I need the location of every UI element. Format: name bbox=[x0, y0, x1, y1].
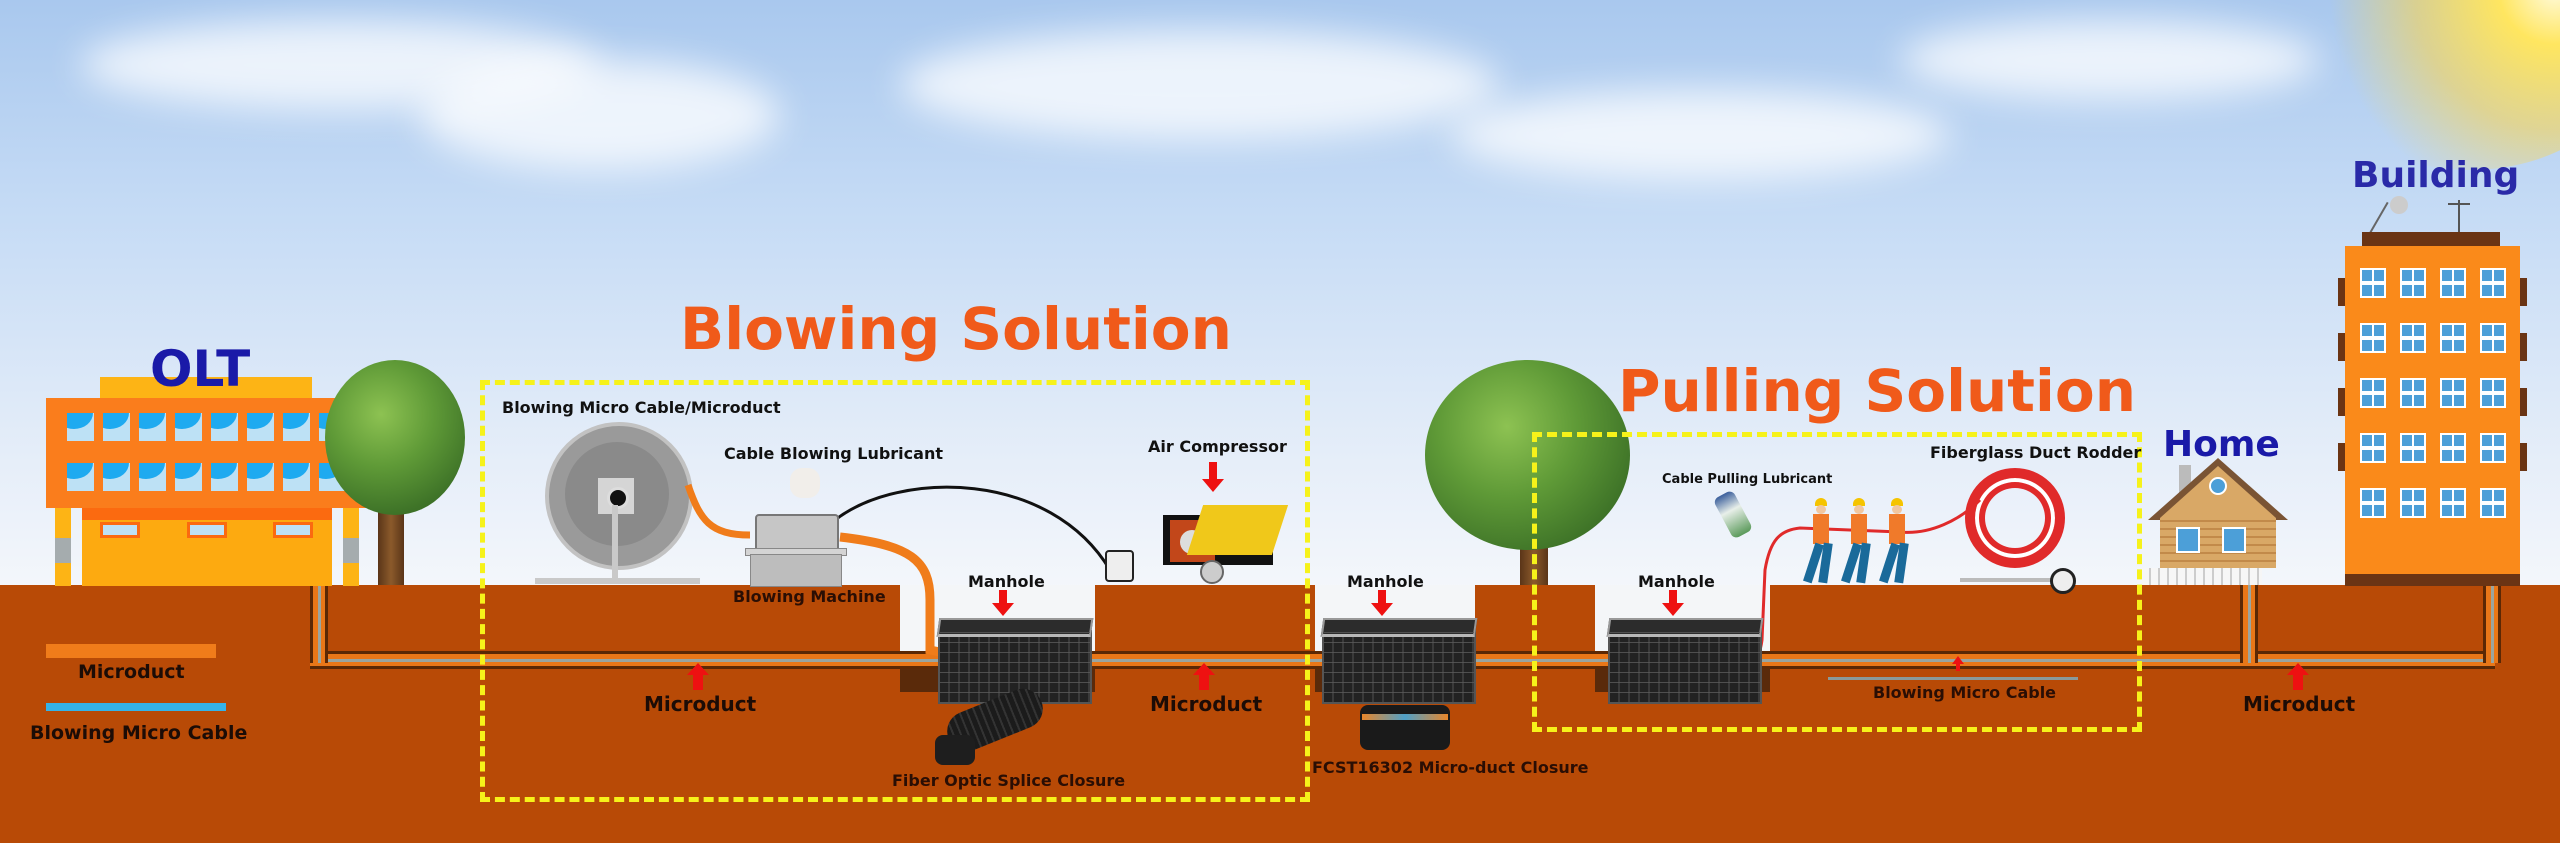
microduct-riser-building bbox=[2483, 585, 2501, 663]
building-window bbox=[2440, 268, 2466, 298]
microduct-riser-home bbox=[2240, 585, 2258, 663]
blowing-solution-heading: Blowing Solution bbox=[680, 295, 1232, 363]
manhole-2-label: Manhole bbox=[1347, 572, 1424, 591]
olt-window bbox=[211, 413, 238, 441]
worker-icon bbox=[1879, 498, 1911, 588]
building-window bbox=[2360, 323, 2386, 353]
olt-label: OLT bbox=[150, 340, 251, 398]
building-ledge bbox=[2520, 388, 2527, 416]
blowing-solution-box bbox=[480, 380, 1310, 802]
olt-window bbox=[139, 463, 166, 491]
manhole-3-icon bbox=[1608, 630, 1762, 704]
manhole-1-label: Manhole bbox=[968, 572, 1045, 591]
pulling-solution-heading: Pulling Solution bbox=[1618, 357, 2136, 425]
building-ledge bbox=[2338, 388, 2345, 416]
olt-window bbox=[247, 413, 274, 441]
pulling-solution-box bbox=[1532, 432, 2142, 732]
building-window bbox=[2480, 378, 2506, 408]
building-window bbox=[2480, 323, 2506, 353]
olt-window bbox=[103, 463, 130, 491]
lubricant-bottle-icon bbox=[790, 468, 820, 498]
blowing-micro-cable-line bbox=[1828, 677, 2078, 680]
building-window bbox=[2440, 323, 2466, 353]
microduct-2-label: Microduct bbox=[1150, 692, 1263, 716]
blowing-machine-label: Blowing Machine bbox=[733, 587, 886, 606]
micro-duct-closure-label: FCST16302 Micro-duct Closure bbox=[1312, 758, 1589, 777]
duct-rodder-label: Fiberglass Duct Rodder bbox=[1930, 443, 2142, 462]
legend-cable-label: Blowing Micro Cable bbox=[30, 722, 248, 744]
legend-microduct-swatch bbox=[46, 644, 216, 658]
manhole-3-label: Manhole bbox=[1638, 572, 1715, 591]
worker-icon bbox=[1803, 498, 1835, 588]
building-ledge bbox=[2520, 278, 2527, 306]
building-label: Building bbox=[2352, 155, 2520, 196]
olt-window bbox=[67, 413, 94, 441]
microduct-riser-olt bbox=[310, 585, 328, 663]
building-window bbox=[2360, 433, 2386, 463]
building-ledge bbox=[2338, 333, 2345, 361]
olt-window bbox=[175, 413, 202, 441]
air-compressor-label: Air Compressor bbox=[1148, 437, 1287, 456]
building-window bbox=[2360, 488, 2386, 518]
cloud bbox=[1450, 90, 1950, 180]
olt-window bbox=[283, 463, 310, 491]
legend-cable-swatch bbox=[46, 703, 226, 711]
building-window bbox=[2400, 488, 2426, 518]
olt-window bbox=[175, 463, 202, 491]
splice-closure-label: Fiber Optic Splice Closure bbox=[892, 771, 1126, 790]
building-window bbox=[2400, 323, 2426, 353]
cloud bbox=[900, 30, 1500, 140]
building-window bbox=[2440, 378, 2466, 408]
building-ledge bbox=[2520, 443, 2527, 471]
olt-window bbox=[139, 413, 166, 441]
reel-label: Blowing Micro Cable/Microduct bbox=[502, 398, 781, 417]
building-window bbox=[2360, 268, 2386, 298]
olt-window bbox=[103, 413, 130, 441]
olt-window bbox=[67, 463, 94, 491]
olt-window bbox=[247, 463, 274, 491]
olt-window bbox=[211, 463, 238, 491]
building-window bbox=[2480, 488, 2506, 518]
building-window bbox=[2400, 268, 2426, 298]
cloud bbox=[1900, 20, 2320, 100]
building-window bbox=[2400, 378, 2426, 408]
olt-window bbox=[283, 413, 310, 441]
building-window bbox=[2360, 378, 2386, 408]
building-window bbox=[2480, 433, 2506, 463]
building-window bbox=[2440, 433, 2466, 463]
building-ledge bbox=[2338, 278, 2345, 306]
building-window bbox=[2440, 488, 2466, 518]
building-window bbox=[2400, 433, 2426, 463]
microduct-3-label: Microduct bbox=[2243, 692, 2356, 716]
microduct-1-label: Microduct bbox=[644, 692, 757, 716]
building-ledge bbox=[2338, 443, 2345, 471]
worker-icon bbox=[1841, 498, 1873, 588]
building-ledge bbox=[2520, 333, 2527, 361]
legend-microduct-label: Microduct bbox=[78, 661, 185, 683]
blowing-micro-cable-label: Blowing Micro Cable bbox=[1873, 683, 2057, 702]
cloud bbox=[420, 60, 780, 170]
pulling-lubricant-label: Cable Pulling Lubricant bbox=[1662, 472, 1833, 487]
lubricant-label: Cable Blowing Lubricant bbox=[724, 444, 943, 463]
manhole-2-icon bbox=[1322, 630, 1476, 704]
building-window bbox=[2480, 268, 2506, 298]
